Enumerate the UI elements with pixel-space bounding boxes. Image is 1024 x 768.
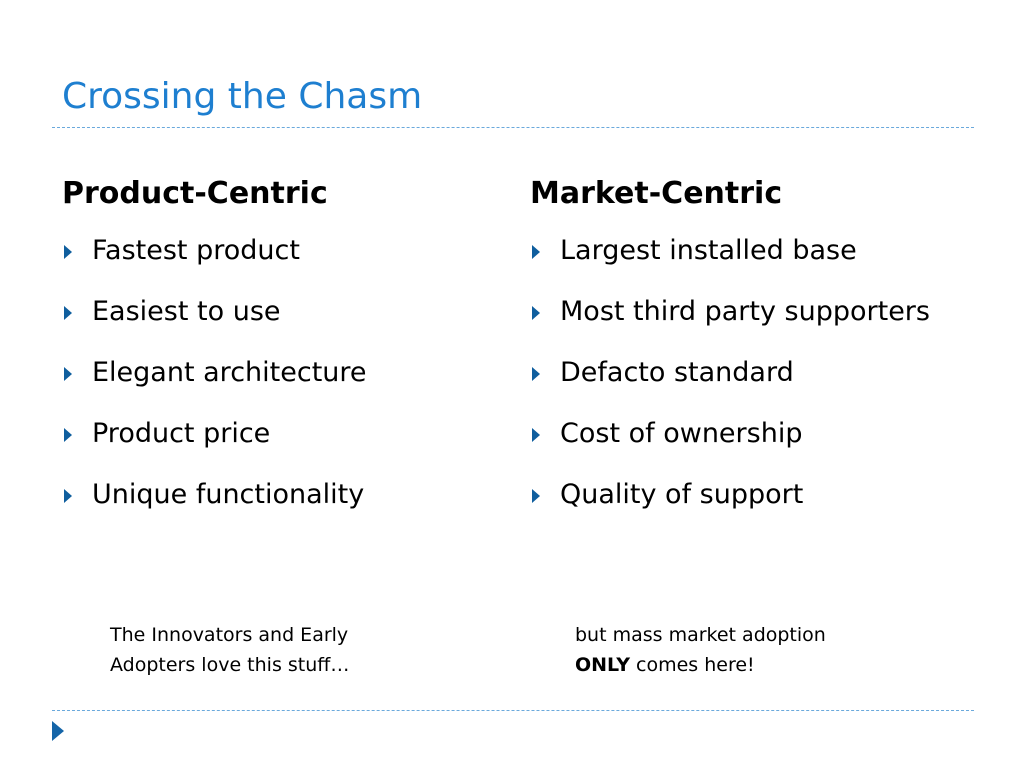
bullet-arrow-icon — [64, 245, 72, 259]
list-item: Fastest product — [62, 230, 492, 272]
bullet-arrow-icon — [64, 306, 72, 320]
bullet-arrow-icon — [532, 367, 540, 381]
note-line: ONLY comes here! — [575, 650, 905, 680]
column-heading-product-centric: Product-Centric — [62, 176, 328, 211]
bullet-arrow-icon — [64, 489, 72, 503]
market-centric-list: Largest installed base Most third party … — [530, 230, 970, 516]
list-item-text: Quality of support — [560, 479, 804, 510]
list-item-text: Fastest product — [92, 235, 300, 266]
note-line: but mass market adoption — [575, 624, 826, 646]
bullet-arrow-icon — [532, 306, 540, 320]
column-heading-market-centric: Market-Centric — [530, 176, 783, 211]
list-item: Unique functionality — [62, 474, 492, 516]
innovators-note: The Innovators and Early Adopters love t… — [110, 620, 440, 680]
bullet-arrow-icon — [532, 489, 540, 503]
list-item: Most third party supporters — [530, 291, 970, 333]
note-emphasis: ONLY — [575, 654, 630, 676]
list-item-text: Unique functionality — [92, 479, 365, 510]
list-item-text: Largest installed base — [560, 235, 857, 266]
product-centric-list: Fastest product Easiest to use Elegant a… — [62, 230, 492, 516]
list-item: Product price — [62, 413, 492, 455]
note-line: Adopters love this stuff… — [110, 654, 350, 676]
list-item: Quality of support — [530, 474, 970, 516]
bullet-arrow-icon — [532, 428, 540, 442]
list-item-text: Product price — [92, 418, 271, 449]
list-item: Largest installed base — [530, 230, 970, 272]
market-centric-column: Market-Centric Largest installed base Mo… — [530, 172, 970, 535]
bullet-arrow-icon — [64, 367, 72, 381]
note-line: The Innovators and Early — [110, 624, 349, 646]
slide-title: Crossing the Chasm — [62, 76, 423, 117]
mass-market-note: but mass market adoption ONLY comes here… — [575, 620, 905, 680]
footer-divider — [52, 710, 974, 711]
list-item-text: Most third party supporters — [560, 296, 930, 327]
list-item-text: Cost of ownership — [560, 418, 803, 449]
list-item-text: Easiest to use — [92, 296, 281, 327]
title-divider — [52, 127, 974, 128]
product-centric-column: Product-Centric Fastest product Easiest … — [62, 172, 492, 535]
list-item: Easiest to use — [62, 291, 492, 333]
list-item: Cost of ownership — [530, 413, 970, 455]
list-item: Defacto standard — [530, 352, 970, 394]
list-item-text: Elegant architecture — [92, 357, 367, 388]
bullet-arrow-icon — [64, 428, 72, 442]
bullet-arrow-icon — [532, 245, 540, 259]
list-item: Elegant architecture — [62, 352, 492, 394]
note-line-rest: comes here! — [629, 654, 755, 676]
play-arrow-icon[interactable] — [52, 721, 64, 741]
list-item-text: Defacto standard — [560, 357, 794, 388]
